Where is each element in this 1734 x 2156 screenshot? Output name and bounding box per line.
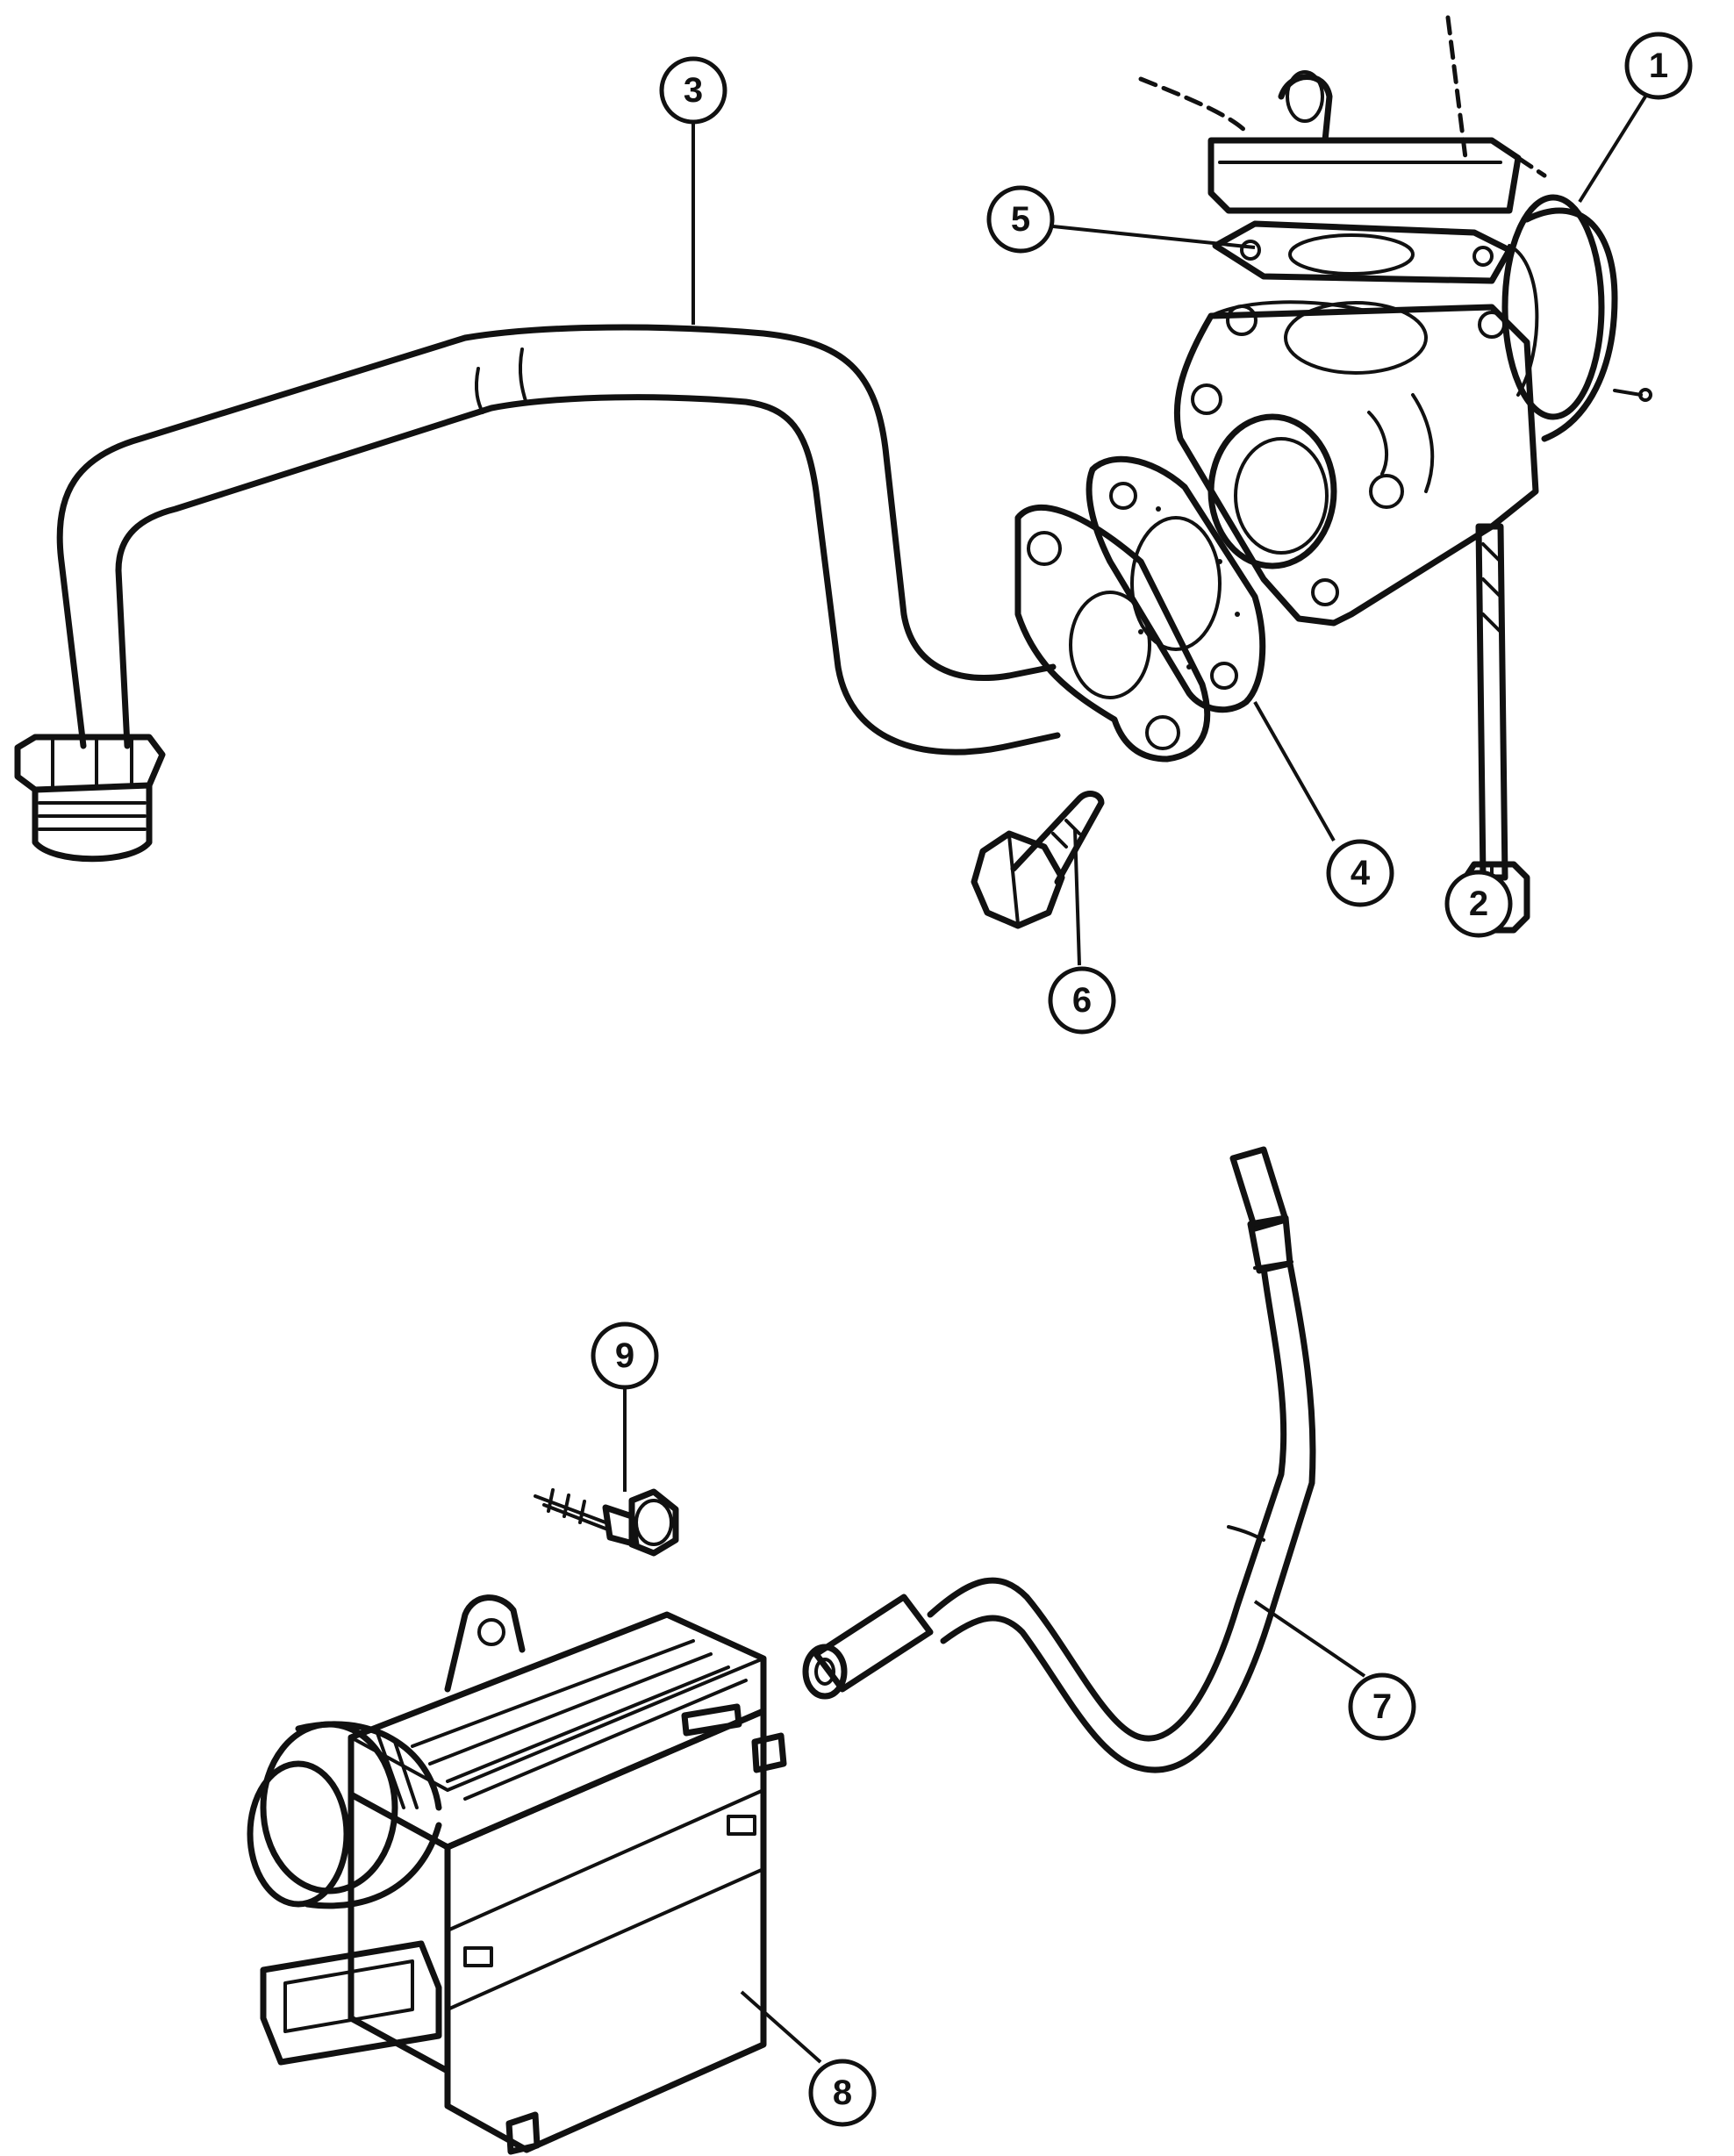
- valve-gasket: [1212, 220, 1513, 284]
- egr-solenoid: [247, 1594, 787, 2155]
- svg-text:2: 2: [1469, 885, 1488, 923]
- long-bolt: [1462, 523, 1530, 934]
- callout-1: 1: [1624, 32, 1693, 100]
- callout-2: 2: [1444, 870, 1513, 938]
- egr-valve: [1173, 194, 1652, 627]
- callout-9: 9: [591, 1322, 659, 1390]
- svg-text:4: 4: [1351, 854, 1371, 892]
- callout-7: 7: [1348, 1673, 1416, 1741]
- callout-3: 3: [659, 56, 727, 125]
- callout-4: 4: [1326, 839, 1394, 907]
- mounting-screw: [534, 1488, 679, 1557]
- flange-gasket: [1086, 455, 1266, 713]
- callout-5: 5: [986, 185, 1055, 254]
- svg-text:3: 3: [684, 71, 703, 110]
- svg-text:6: 6: [1072, 981, 1092, 1020]
- svg-text:5: 5: [1011, 200, 1030, 239]
- short-bolt: [971, 791, 1105, 929]
- vacuum-hose: [802, 1146, 1316, 1773]
- svg-text:8: 8: [833, 2074, 852, 2112]
- egr-tube: [14, 324, 1211, 863]
- svg-text:1: 1: [1649, 47, 1668, 85]
- svg-text:7: 7: [1372, 1687, 1392, 1726]
- svg-text:9: 9: [615, 1336, 634, 1375]
- callout-8: 8: [808, 2059, 877, 2127]
- intake-manifold: [1138, 15, 1547, 214]
- callout-6: 6: [1048, 966, 1116, 1035]
